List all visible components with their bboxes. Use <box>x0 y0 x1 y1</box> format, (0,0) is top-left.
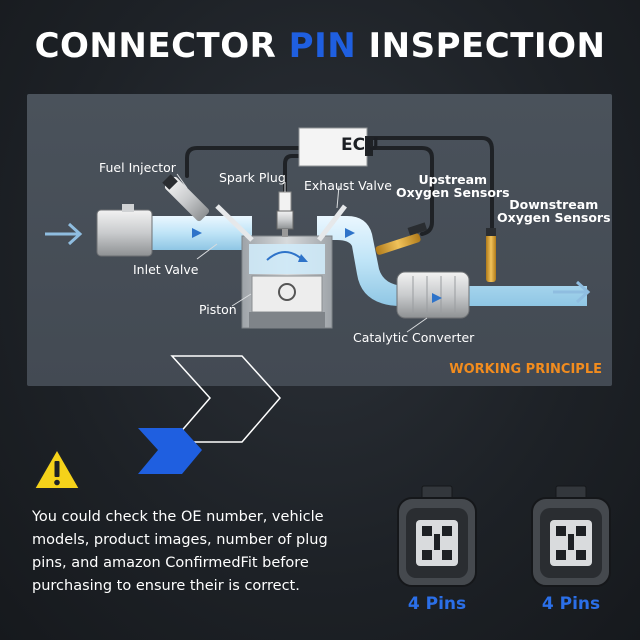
connector-pins-label: 4 Pins <box>541 594 601 614</box>
upstream-oxygen-sensor-graphic <box>375 222 428 255</box>
inlet-valve-label: Inlet Valve <box>133 262 199 277</box>
ecu-wiring <box>185 136 494 236</box>
notice-text: You could check the OE number, vehicle m… <box>32 509 328 594</box>
working-principle-diagram: ECU Fuel Injector Spark Plug Exhaust Val… <box>27 94 612 386</box>
piston-label: Piston <box>199 302 237 317</box>
engine-diagram-graphic <box>45 127 591 333</box>
spark-plug-label: Spark Plug <box>219 170 286 185</box>
exhaust-valve-label: Exhaust Valve <box>304 178 392 193</box>
exhaust-valve-graphic <box>317 204 347 242</box>
spark-plug-graphic <box>276 191 294 237</box>
page-title: CONNECTOR PIN INSPECTION <box>0 26 640 66</box>
fuel-injector-label: Fuel Injector <box>99 160 176 175</box>
ecu-box <box>298 127 368 167</box>
flow-arrow-in <box>45 222 83 246</box>
downstream-oxygen-sensors-label: Downstream Oxygen Sensors <box>497 198 611 224</box>
connector-4pin-icon <box>397 485 477 587</box>
engine-block <box>241 235 333 329</box>
downstream-oxygen-sensor-graphic <box>486 228 496 282</box>
flow-arrows-inside <box>192 228 442 303</box>
inlet-valve-graphic <box>215 204 254 242</box>
title-part-inspection: INSPECTION <box>368 26 606 66</box>
upstream-oxygen-sensors-label: Upstream Oxygen Sensors <box>396 173 510 199</box>
working-principle-caption: WORKING PRINCIPLE <box>449 362 602 377</box>
intake-throttle-body <box>96 204 153 257</box>
title-part-pin: PIN <box>288 26 357 66</box>
title-part-connector: CONNECTOR <box>34 26 277 66</box>
ecu-connector <box>365 136 373 156</box>
blue-chevron-icon <box>138 428 202 474</box>
connector-pins-label: 4 Pins <box>407 594 467 614</box>
upstream-line-2: Oxygen Sensors <box>396 185 510 200</box>
decorative-chevrons <box>138 355 282 474</box>
connector-item: 4 Pins <box>392 484 482 614</box>
downstream-line-2: Oxygen Sensors <box>497 210 611 225</box>
outline-chevron-icon <box>170 355 282 443</box>
upstream-line-1: Upstream <box>418 172 488 187</box>
fuel-injector-graphic <box>162 174 210 222</box>
ecu-label: ECU <box>341 135 379 155</box>
flow-arrow-out <box>553 280 591 304</box>
connector-4pin-icon <box>531 485 611 587</box>
downstream-line-1: Downstream <box>509 197 599 212</box>
exhaust-pipe <box>317 216 587 306</box>
catalytic-converter-label: Catalytic Converter <box>353 330 475 345</box>
connector-item: 4 Pins <box>526 484 616 614</box>
label-leader-lines <box>176 173 428 333</box>
warning-icon <box>33 448 81 490</box>
